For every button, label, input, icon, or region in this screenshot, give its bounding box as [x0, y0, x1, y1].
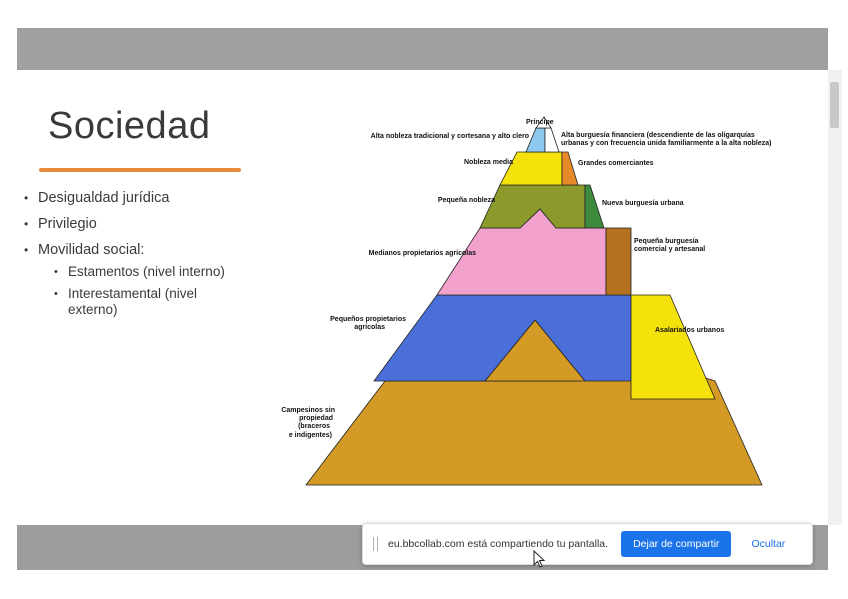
stop-sharing-button[interactable]: Dejar de compartir — [621, 531, 732, 557]
pyramid-layer-alta-nobleza — [525, 127, 546, 153]
label-campesinos-1: Campesinos sin — [281, 407, 335, 414]
pyramid-layer-pequena-burguesia — [605, 227, 632, 296]
share-message: eu.bbcollab.com está compartiendo tu pan… — [388, 538, 609, 550]
sub-bullet-list: Estamentos (nivel interno) Interestament… — [38, 264, 234, 318]
pyramid-layer-asalariados — [630, 294, 716, 400]
label-campesinos-4: e indigentes) — [289, 432, 332, 439]
label-campesinos-2: propiedad — [299, 415, 333, 422]
label-principe: Príncipe — [526, 119, 554, 126]
label-pequenos-propietarios-2: agrícolas — [354, 324, 385, 331]
bullet-item: Movilidad social: Estamentos (nivel inte… — [24, 241, 234, 318]
scrollbar-thumb[interactable] — [830, 82, 839, 128]
label-nueva-burguesia: Nueva burguesía urbana — [602, 200, 684, 207]
slide-title: Sociedad — [48, 105, 211, 147]
pyramid-layer-nobleza-media — [499, 151, 563, 186]
pyramid-layer-principe — [535, 116, 552, 129]
label-nobleza-media: Nobleza media — [464, 159, 513, 166]
label-grandes-comerciantes: Grandes comerciantes — [578, 160, 654, 167]
bullet-list: Desigualdad jurídica Privilegio Movilida… — [24, 189, 234, 325]
drag-handle-icon[interactable] — [373, 537, 378, 551]
scrollbar[interactable] — [828, 70, 842, 525]
bullet-item: Privilegio — [24, 215, 234, 234]
label-pequena-nobleza: Pequeña nobleza — [438, 197, 495, 204]
pyramid-layer-alta-burguesia — [544, 127, 560, 153]
screen-share-notification: eu.bbcollab.com está compartiendo tu pan… — [362, 523, 813, 565]
label-pequenos-propietarios-1: Pequeños propietarios — [330, 316, 406, 323]
sub-bullet-item: Interestamental (nivel externo) — [38, 286, 234, 318]
pyramid-layer-grandes-comerciantes — [561, 151, 579, 186]
mouse-cursor-icon — [533, 550, 545, 568]
label-alta-nobleza: Alta nobleza tradicional y cortesana y a… — [371, 133, 529, 140]
label-pequena-burguesia-1: Pequeña burguesía — [634, 238, 699, 245]
pyramid-layer-nueva-burguesia — [584, 184, 605, 229]
label-pequena-burguesia-2: comercial y artesanal — [634, 246, 705, 253]
title-underline — [39, 168, 241, 172]
bullet-item-label: Movilidad social: — [38, 242, 145, 258]
label-campesinos-3: (braceros — [298, 423, 330, 430]
hide-button[interactable]: Ocultar — [745, 537, 791, 551]
label-medianos-propietarios: Medianos propietarios agrícolas — [369, 250, 476, 257]
presentation-top-bar — [17, 28, 828, 70]
bullet-item: Desigualdad jurídica — [24, 189, 234, 208]
label-asalariados: Asalariados urbanos — [655, 327, 724, 334]
label-alta-burguesia-2: urbanas y con frecuencia unida familiarm… — [561, 140, 771, 147]
sub-bullet-item: Estamentos (nivel interno) — [38, 264, 234, 280]
label-alta-burguesia-1: Alta burguesía financiera (descendiente … — [561, 132, 755, 139]
